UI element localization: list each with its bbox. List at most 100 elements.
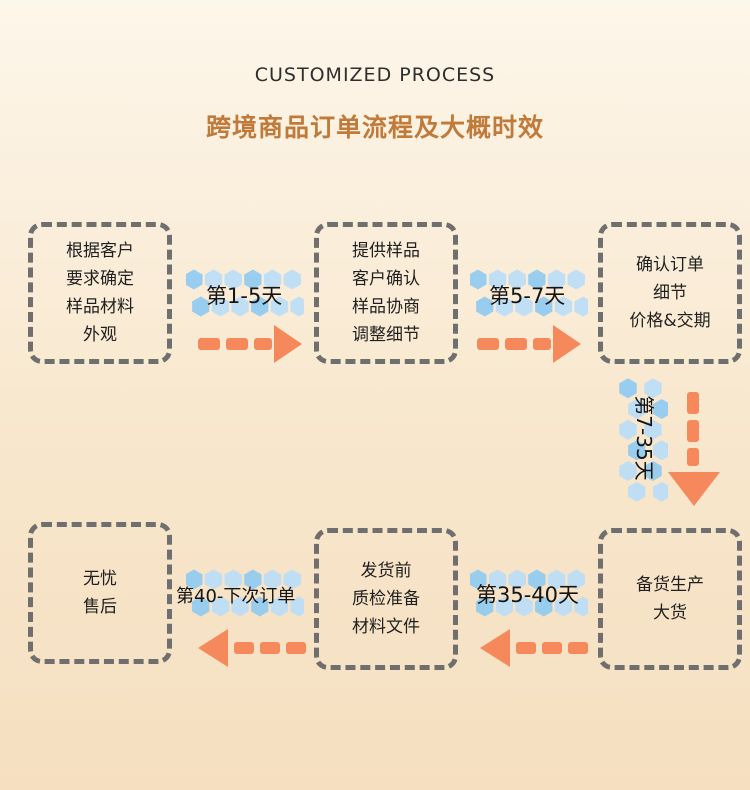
hexagon-icon [515,596,533,617]
page-title: 跨境商品订单流程及大概时效 [205,113,544,142]
hexagon-icon [495,596,514,617]
eyebrow-title: CUSTOMIZED PROCESS [254,64,496,86]
hexagon-icon [244,569,262,590]
step-text: 无忧 [83,569,117,589]
hexagon-icon [528,269,546,290]
hexagon-icon [251,296,269,317]
hexagon-icon [283,569,301,590]
step-box-sample-spec: 根据客户 要求确定 样品材料 外观 [28,222,172,364]
hexagon-icon [476,296,494,317]
step-text: 客户确认 [352,269,420,289]
step-box-production: 备货生产 大货 [598,528,742,670]
duration-label-2: 第5-7天 [489,284,566,308]
hexagon-icon [628,440,646,461]
hexagon-icon [211,296,230,317]
arrow-right-icon [477,325,581,363]
hexagon-icon [224,569,242,590]
hexagon-icon [547,569,566,590]
duration-label-1: 第1-5天 [206,284,283,308]
step-text: 提供样品 [352,241,420,261]
step-text: 根据客户 [66,241,134,261]
step-text: 调整细节 [352,325,420,345]
hexagon-icon [186,269,203,290]
hexagon-icon [653,399,668,419]
step-text: 外观 [83,325,117,345]
hexagon-icon [628,481,646,502]
hexagon-icon [528,569,546,590]
hexagon-icon [231,296,249,317]
hexagon-icon [574,296,588,317]
hexagon-icon [283,269,301,290]
step-text: 质检准备 [352,589,420,609]
hexagon-icon [488,269,507,290]
step-text: 材料文件 [352,617,420,637]
arrow-left-icon [198,629,306,667]
step-text: 大货 [653,603,687,623]
step-text: 样品材料 [66,297,134,317]
hexagon-icon [567,569,585,590]
hexagon-icon [204,569,223,590]
step-text: 要求确定 [66,269,134,289]
step-box-order-confirm: 确认订单 细节 价格&交期 [598,222,742,364]
hexagon-icon [290,596,304,617]
hexagon-icon [231,596,249,617]
duration-label-3: 第7-35天 [632,395,656,481]
hexagon-pattern-icon [186,266,304,320]
step-text: 样品协商 [352,297,420,317]
hexagon-icon [192,596,210,617]
hexagon-icon [644,378,662,399]
hexagon-icon [653,481,668,502]
hexagon-icon [192,296,210,317]
hexagon-icon [470,569,487,590]
hexagon-icon [204,269,223,290]
hexagon-icon [653,440,668,461]
hexagon-icon [619,419,637,440]
hexagon-icon [554,596,573,617]
step-text: 细节 [653,283,687,303]
hexagon-icon [495,296,514,317]
hexagon-icon [554,296,573,317]
duration-label-5: 第40-下次订单 [176,586,296,607]
hexagon-icon [476,596,494,617]
hexagon-icon [567,269,585,290]
hexagon-icon [619,378,637,399]
hexagon-icon [508,269,526,290]
hexagon-icon [547,269,566,290]
hexagon-icon [244,269,262,290]
hexagon-icon [535,296,553,317]
hexagon-pattern-icon [618,378,668,502]
hexagon-icon [515,296,533,317]
hexagon-pattern-icon [470,266,588,320]
arrow-right-icon [198,325,302,363]
step-text: 备货生产 [636,575,704,595]
hexagon-icon [628,399,646,419]
hexagon-icon [644,461,662,481]
hexagon-icon [263,569,282,590]
duration-label-4: 第35-40天 [476,583,580,607]
step-text: 发货前 [360,561,412,581]
hexagon-icon [574,596,588,617]
hexagon-icon [488,569,507,590]
hexagon-icon [270,596,289,617]
hexagon-icon [470,269,487,290]
hexagon-icon [644,419,662,440]
arrow-left-icon [480,629,588,667]
hexagon-icon [619,461,637,481]
step-box-after-sales: 无忧 售后 [28,522,172,664]
hexagon-pattern-icon [470,566,588,620]
hexagon-icon [535,596,553,617]
hexagon-icon [251,596,269,617]
hexagon-icon [263,269,282,290]
step-box-pre-shipment: 发货前 质检准备 材料文件 [314,528,458,670]
hexagon-icon [270,296,289,317]
hexagon-icon [211,596,230,617]
step-text: 价格&交期 [629,311,711,331]
arrow-down-icon [668,392,720,506]
hexagon-icon [224,269,242,290]
step-text: 确认订单 [636,255,704,275]
hexagon-icon [508,569,526,590]
hexagon-icon [186,569,203,590]
hexagon-icon [290,296,304,317]
step-box-sample-confirm: 提供样品 客户确认 样品协商 调整细节 [314,222,458,364]
hexagon-pattern-icon [186,566,304,620]
